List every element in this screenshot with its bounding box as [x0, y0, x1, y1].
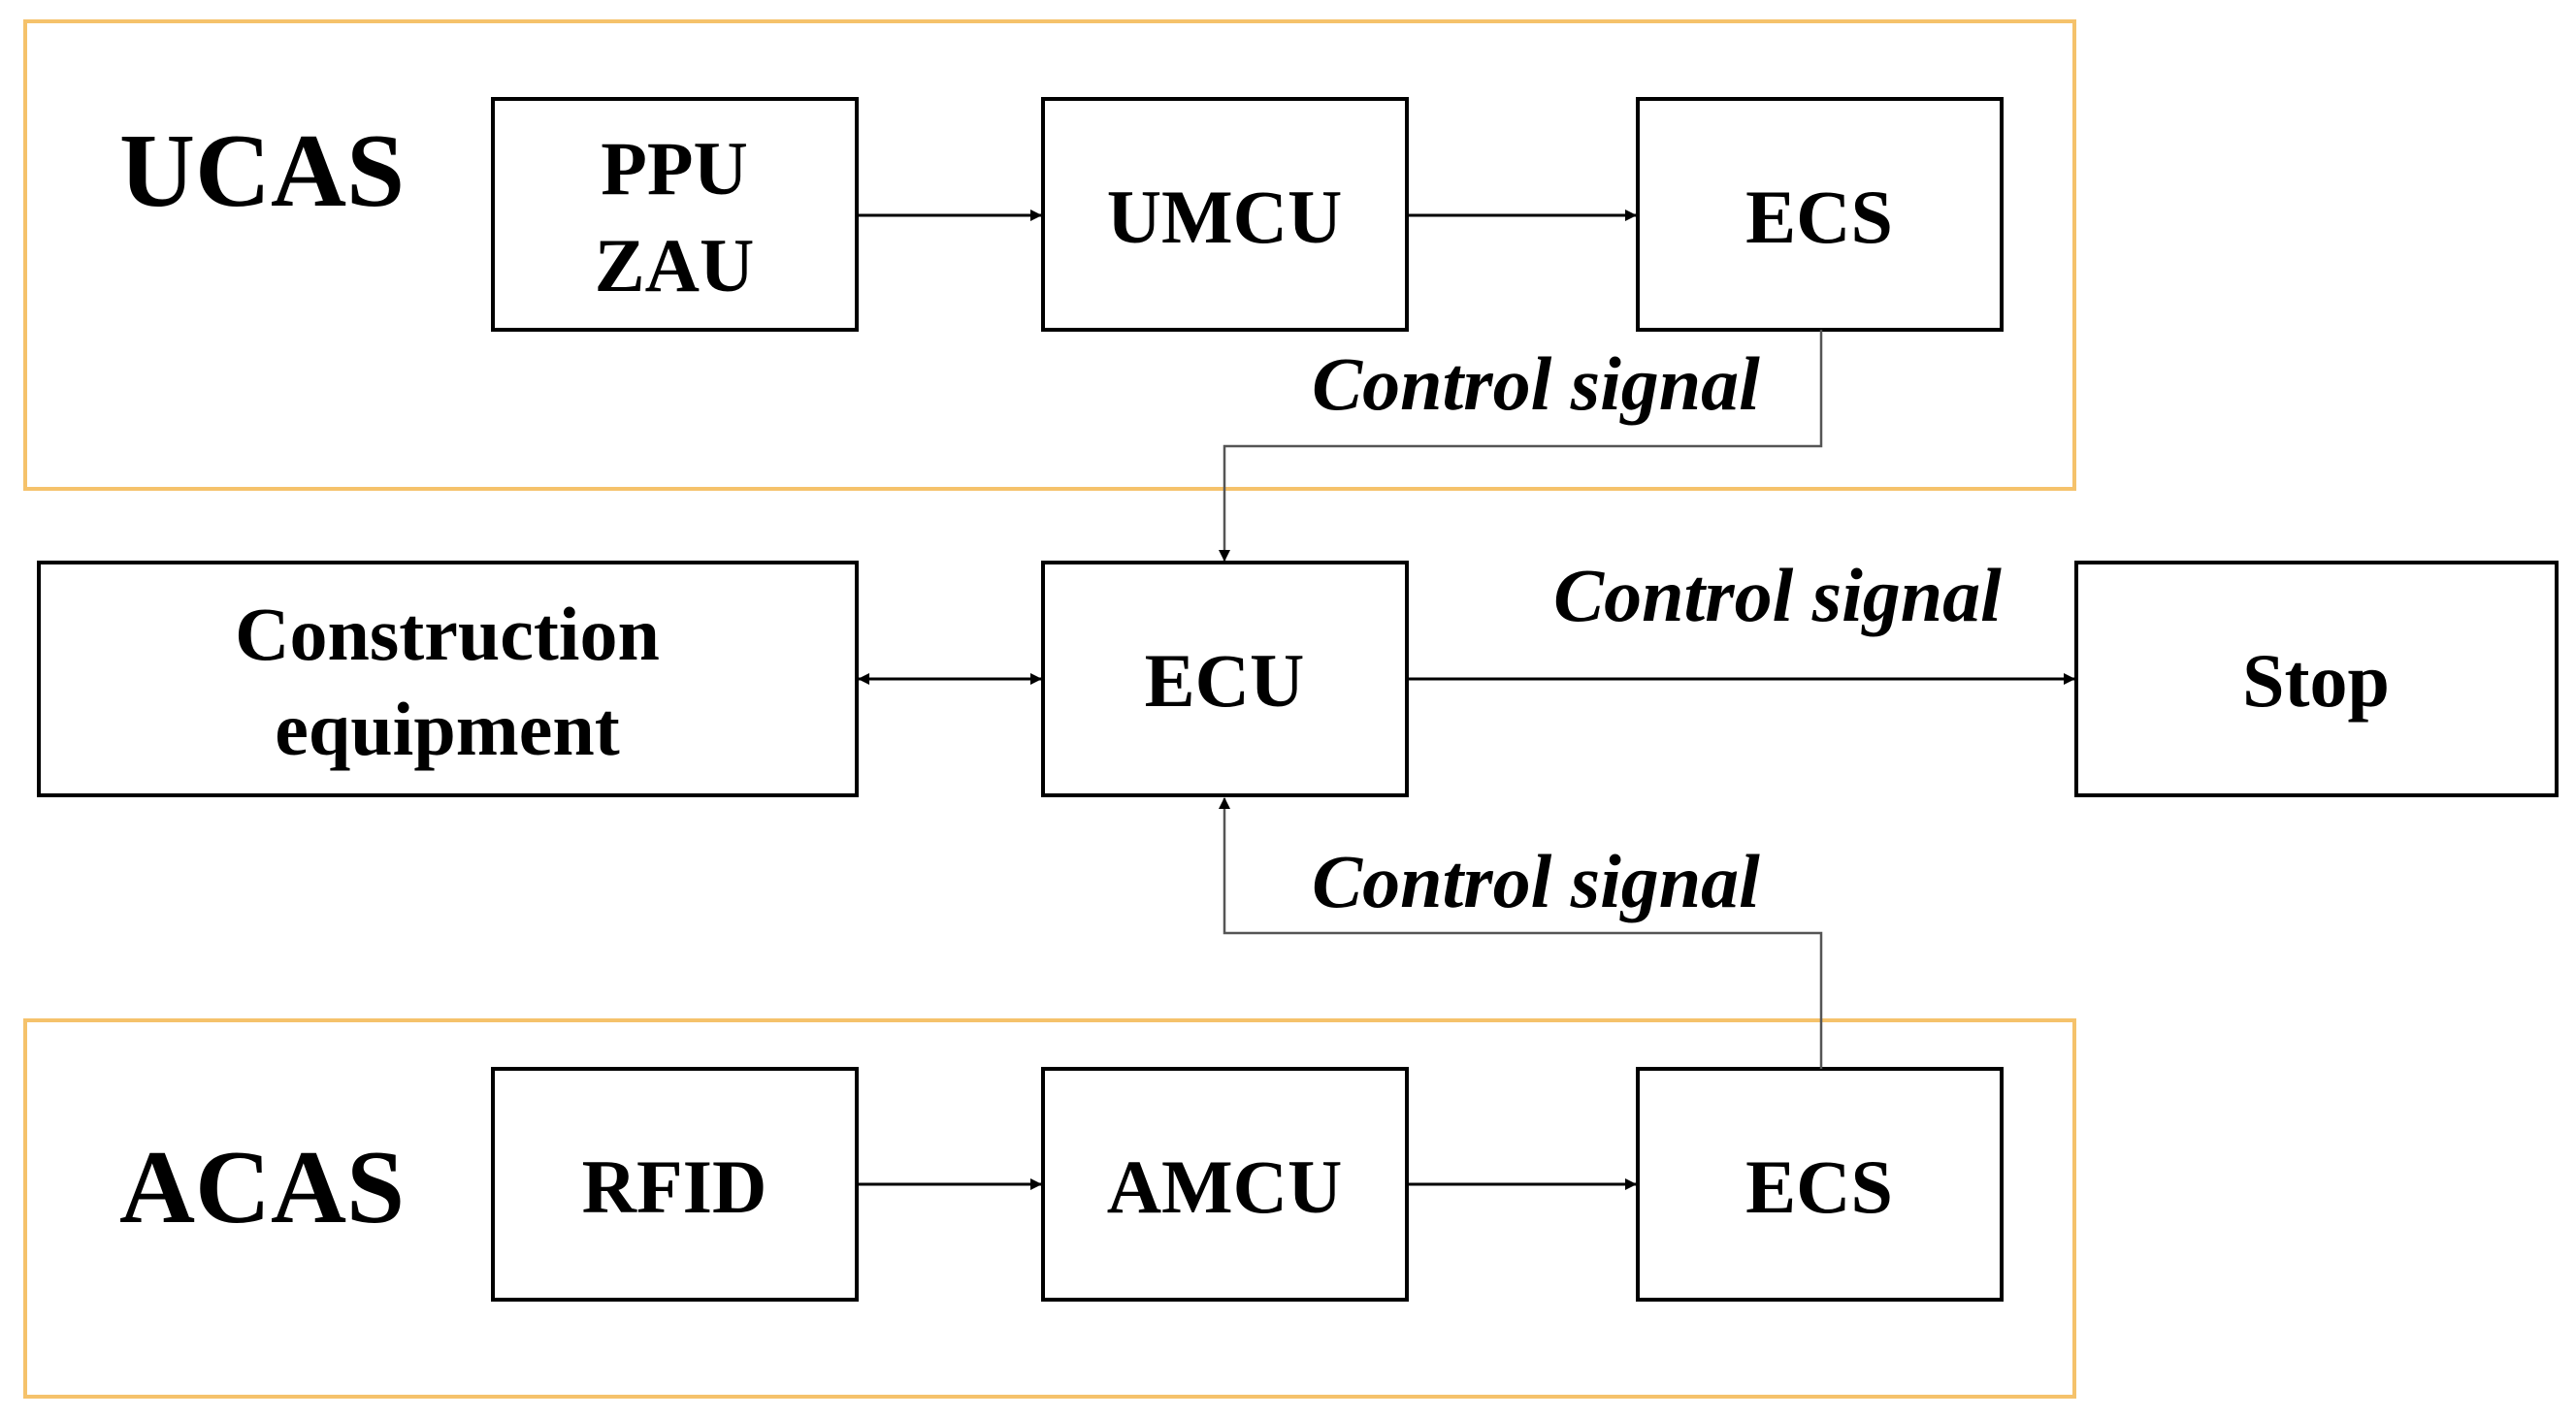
arrow-ecs-bottom-to-ecu [1219, 797, 1823, 1069]
node-ppu-zau-line1: PPU [601, 126, 748, 210]
node-stop-label: Stop [2242, 638, 2390, 723]
node-construction-equipment-line2: equipment [275, 687, 619, 771]
node-ecs-top-label: ECS [1745, 175, 1893, 259]
node-ppu-zau-line2: ZAU [595, 223, 755, 307]
node-umcu: UMCU [1041, 97, 1409, 332]
node-ecs-bottom-label: ECS [1745, 1144, 1893, 1229]
node-stop: Stop [2074, 561, 2559, 797]
ucas-group-frame [23, 19, 2076, 491]
node-rfid-label: RFID [582, 1144, 767, 1229]
edge-label-ecu-to-stop: Control signal [1553, 553, 2002, 637]
ucas-label: UCAS [119, 113, 405, 229]
node-construction-equipment-line1: Construction [235, 592, 660, 676]
node-amcu: AMCU [1041, 1067, 1409, 1302]
node-ecu: ECU [1041, 561, 1409, 797]
node-ecs-bottom: ECS [1636, 1067, 2004, 1302]
acas-label: ACAS [119, 1130, 405, 1245]
edge-label-ecs-top-to-ecu: Control signal [1312, 341, 1760, 426]
node-ecu-label: ECU [1145, 638, 1305, 723]
node-ppu-zau: PPU ZAU [491, 97, 859, 332]
node-rfid: RFID [491, 1067, 859, 1302]
node-umcu-label: UMCU [1107, 175, 1343, 259]
arrow-ecs-top-to-ecu [1219, 330, 1823, 562]
acas-group-frame [23, 1018, 2076, 1399]
node-ecs-top: ECS [1636, 97, 2004, 332]
node-construction-equipment: Construction equipment [37, 561, 859, 797]
node-amcu-label: AMCU [1107, 1144, 1343, 1229]
edge-label-ecs-bottom-to-ecu: Control signal [1312, 839, 1760, 923]
